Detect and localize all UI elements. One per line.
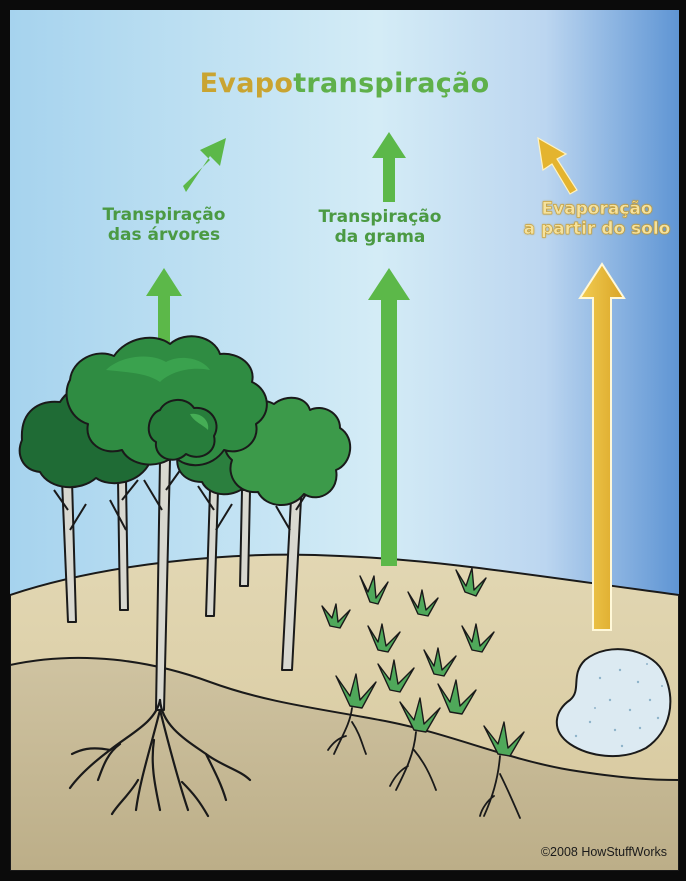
label-grass-line2: da grama	[300, 227, 460, 247]
title-suffix: transpiração	[293, 68, 489, 99]
label-soil-line1: Evaporação	[508, 199, 686, 219]
title-prefix: Evapo	[200, 68, 294, 99]
label-grass-line1: Transpiração	[300, 207, 460, 227]
label-soil-line2: a partir do solo	[508, 219, 686, 239]
label-tree-transpiration: Transpiração das árvores	[84, 205, 244, 245]
copyright-notice: ©2008 HowStuffWorks	[541, 845, 667, 859]
diagram-title: Evapotranspiração	[10, 68, 679, 99]
label-soil-evaporation: Evaporação a partir do solo	[508, 199, 686, 239]
label-tree-line1: Transpiração	[84, 205, 244, 225]
label-grass-transpiration: Transpiração da grama	[300, 207, 460, 247]
label-tree-line2: das árvores	[84, 225, 244, 245]
evapotranspiration-illustration	[10, 10, 679, 871]
